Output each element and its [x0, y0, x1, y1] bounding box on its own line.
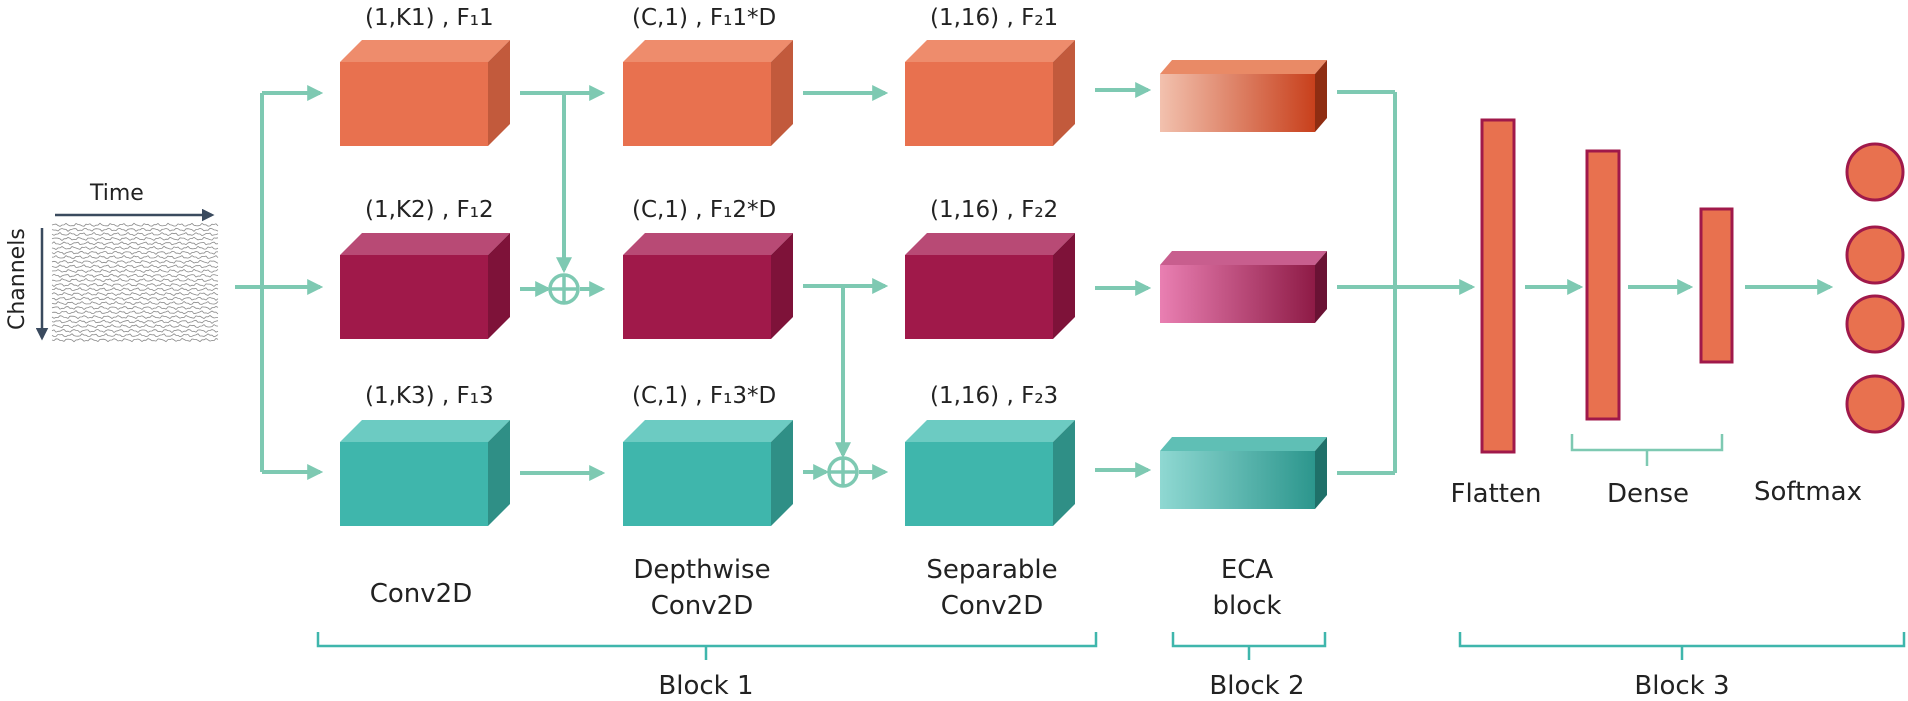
eeg-trace	[51, 241, 219, 246]
separable-row1-label: (1,16) , F₂1	[930, 5, 1058, 31]
separable-caption-line1: Separable	[926, 555, 1057, 585]
conv2d-row2-label: (1,K2) , F₁2	[365, 197, 494, 223]
softmax-node-3	[1845, 294, 1905, 354]
eeg-trace	[51, 245, 219, 250]
block2-bracket	[1171, 632, 1327, 660]
channels-axis-label: Channels	[5, 228, 30, 330]
eeg-trace	[51, 231, 219, 237]
separable-row3-block	[905, 420, 1075, 526]
depthwise-row2-label: (C,1) , F₁2*D	[632, 197, 776, 223]
eeg-trace	[51, 282, 218, 288]
block3-bracket	[1458, 632, 1906, 660]
dense-bracket	[1570, 434, 1724, 466]
time-axis-label: Time	[89, 181, 144, 206]
eca-row3-block	[1160, 437, 1327, 509]
separable-row1-block	[905, 40, 1075, 146]
eeg-trace	[51, 291, 219, 297]
separable-caption-line2: Conv2D	[941, 591, 1044, 621]
conv2d-row2-block	[340, 233, 510, 339]
sum-node-separable	[827, 456, 859, 488]
block1-bracket	[316, 632, 1098, 660]
depthwise-row1-label: (C,1) , F₁1*D	[632, 5, 776, 31]
eeg-trace	[51, 300, 219, 306]
flatten-layer	[1480, 118, 1516, 454]
separable-row2-block	[905, 233, 1075, 339]
eca-caption-line2: block	[1213, 591, 1282, 621]
eeg-trace	[51, 296, 219, 301]
eeg-trace	[51, 273, 219, 278]
conv2d-caption: Conv2D	[370, 579, 473, 609]
eeg-trace	[51, 236, 219, 242]
softmax-caption: Softmax	[1754, 477, 1862, 507]
eca-row1-block	[1160, 60, 1327, 132]
conv2d-row3-label: (1,K3) , F₁3	[365, 383, 494, 409]
eeg-trace	[51, 319, 219, 324]
depthwise-row3-label: (C,1) , F₁3*D	[632, 383, 776, 409]
eca-caption-line1: ECA	[1221, 555, 1274, 585]
eeg-signal-traces	[51, 222, 219, 343]
conv2d-row3-block	[340, 420, 510, 526]
eeg-trace	[51, 338, 219, 343]
softmax-node-2	[1845, 225, 1905, 285]
depthwise-caption-line1: Depthwise	[633, 555, 770, 585]
sum-nodes	[548, 273, 859, 488]
eeg-trace	[51, 227, 219, 232]
softmax-node-4	[1845, 374, 1905, 434]
depthwise-row1-block	[623, 40, 793, 146]
eeg-trace	[51, 333, 219, 338]
eeg-trace	[51, 277, 219, 282]
eeg-trace	[51, 222, 219, 227]
block1-label: Block 1	[658, 671, 753, 701]
eeg-trace	[51, 310, 219, 315]
eeg-trace	[51, 259, 219, 265]
conv2d-row1-block	[340, 40, 510, 146]
conv2d-row1-label: (1,K1) , F₁1	[365, 5, 494, 31]
flatten-caption: Flatten	[1451, 479, 1542, 509]
eeg-trace	[51, 250, 219, 255]
eca-row2-block	[1160, 251, 1327, 323]
dense-caption: Dense	[1607, 479, 1689, 509]
eeg-trace	[51, 254, 219, 260]
softmax-node-1	[1845, 142, 1905, 202]
eeg-trace	[51, 315, 218, 320]
eeg-trace	[51, 268, 219, 273]
softmax-outputs	[1845, 142, 1905, 434]
eeg-trace	[51, 287, 219, 292]
block3-label: Block 3	[1634, 671, 1729, 701]
depthwise-row2-block	[623, 233, 793, 339]
separable-row2-label: (1,16) , F₂2	[930, 197, 1058, 223]
eeg-trace	[51, 306, 219, 311]
eeg-trace	[51, 264, 219, 269]
eeg-trace	[51, 323, 219, 329]
eeg-trace	[51, 329, 219, 334]
eeg-input: Time Channels	[5, 181, 219, 343]
dense-layer-1	[1585, 149, 1621, 421]
block2-label: Block 2	[1209, 671, 1304, 701]
separable-row3-label: (1,16) , F₂3	[930, 383, 1058, 409]
depthwise-caption-line2: Conv2D	[651, 591, 754, 621]
dense-layer-2	[1699, 207, 1734, 364]
sum-node-depthwise	[548, 273, 580, 305]
connectors	[235, 82, 1834, 481]
depthwise-row3-block	[623, 420, 793, 526]
